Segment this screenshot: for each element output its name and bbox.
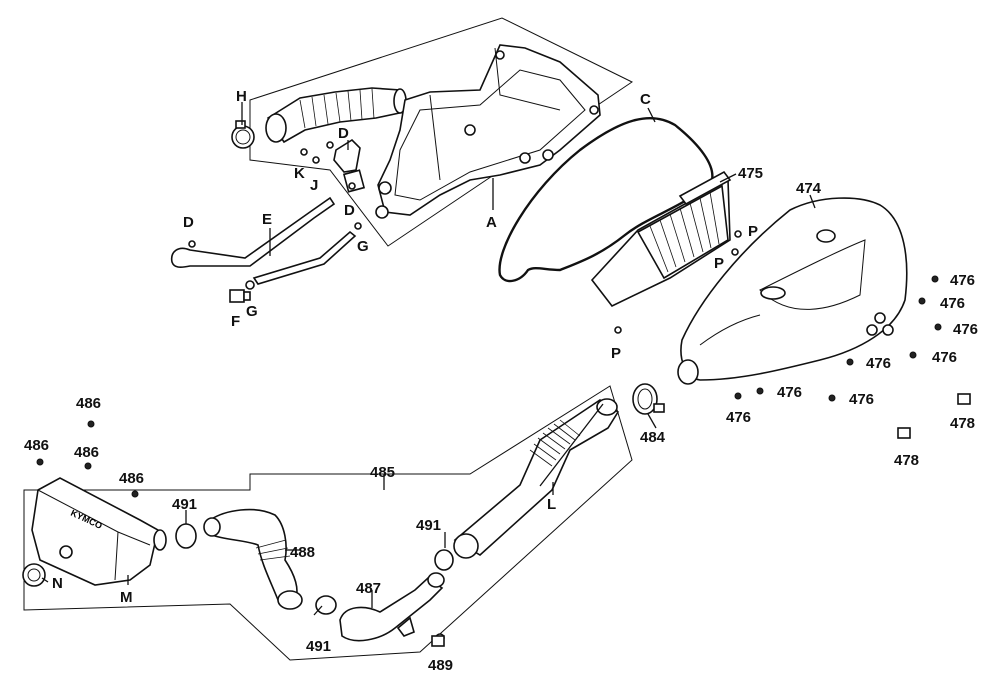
leader-lines [41,102,816,616]
label-476: 476 [777,384,802,401]
filter-element-475 [590,170,732,308]
clamp-484 [632,383,665,415]
label-D: D [338,125,349,142]
label-P: P [748,223,758,240]
label-488: 488 [290,544,315,561]
label-476: 476 [950,272,975,289]
label-478: 478 [894,452,919,469]
label-H: H [236,88,247,105]
label-J: J [310,177,318,194]
label-D: D [183,214,194,231]
group-outline-a [249,17,633,247]
label-476: 476 [849,391,874,408]
intake-box-m: KYMCO [31,477,167,586]
label-486: 486 [76,395,101,412]
label-486: 486 [74,444,99,461]
label-491: 491 [306,638,331,655]
label-484: 484 [640,429,666,446]
small-fittings [300,138,366,230]
label-G: G [357,238,369,255]
boot-488 [203,508,303,610]
air-cleaner-cover-474 [677,197,908,385]
label-474: 474 [796,180,822,197]
label-476: 476 [932,349,957,366]
label-489: 489 [428,657,453,674]
clamps-491 [175,523,454,615]
label-F: F [231,313,240,330]
bolt-f [229,289,251,303]
label-476: 476 [953,321,978,338]
label-G: G [246,303,258,320]
label-K: K [294,165,305,182]
label-476: 476 [940,295,965,312]
screws [614,230,971,439]
group-outline-485 [23,385,633,661]
label-476: 476 [866,355,891,372]
label-486: 486 [24,437,49,454]
drain-hoses [170,196,357,290]
duct-l [453,398,620,559]
screws-486-489 [36,420,445,647]
label-486: 486 [119,470,144,487]
label-E: E [262,211,272,228]
label-D: D [344,202,355,219]
clamp-h [231,120,255,149]
label-491: 491 [172,496,197,513]
label-475: 475 [738,165,763,182]
label-A: A [486,214,497,231]
air-cleaner-case [375,44,601,219]
label-C: C [640,91,651,108]
label-485: 485 [370,464,395,481]
label-N: N [52,575,63,592]
label-476: 476 [726,409,751,426]
label-L: L [547,496,556,513]
label-P: P [611,345,621,362]
part-labels: H D K J D G D E F G A C 475 474 P P P 47… [24,88,978,674]
label-487: 487 [356,580,381,597]
intake-tube [265,87,407,144]
label-P: P [714,255,724,272]
label-478: 478 [950,415,975,432]
label-491: 491 [416,517,441,534]
grommet-n [22,563,46,587]
label-M: M [120,589,133,606]
